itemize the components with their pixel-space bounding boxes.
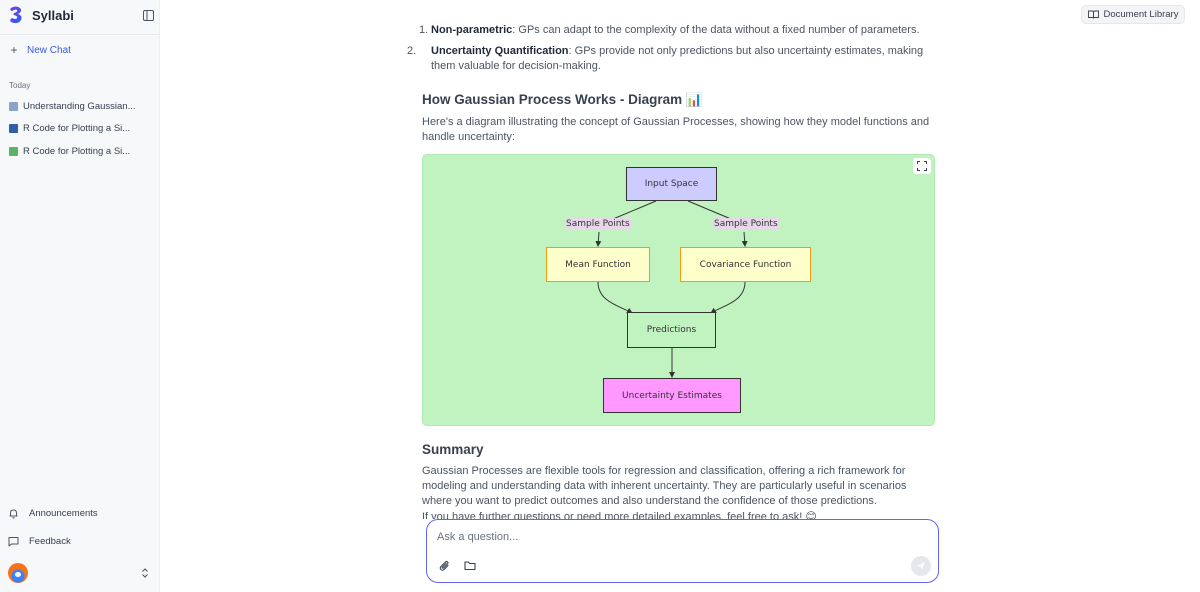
history-item-label: R Code for Plotting a Si... — [23, 145, 131, 157]
send-icon — [917, 562, 925, 570]
new-chat-button[interactable]: + New Chat — [8, 42, 71, 58]
history-section-today: Today — [9, 81, 31, 90]
plus-icon: + — [10, 43, 18, 57]
sidebar-divider — [0, 34, 159, 35]
bar-chart-emoji-icon — [9, 101, 18, 111]
diagram-intro: Here's a diagram illustrating the concep… — [422, 116, 930, 144]
history-item-label: Understanding Gaussian... — [23, 100, 136, 112]
new-chat-label: New Chat — [27, 44, 71, 56]
history-item[interactable]: R Code for Plotting a Si... — [9, 144, 154, 158]
diagram-heading: How Gaussian Process Works - Diagram 📊 — [422, 92, 703, 107]
node-mean-function: Mean Function — [546, 247, 650, 282]
brand-name: Syllabi — [32, 7, 74, 23]
history-item-label: R Code for Plotting a Si... — [23, 122, 131, 134]
closing-text: If you have further questions or need mo… — [422, 511, 817, 519]
open-book-icon — [1087, 10, 1099, 19]
chevron-up-down-icon[interactable] — [140, 567, 150, 579]
paperclip-icon[interactable] — [439, 560, 451, 572]
fullscreen-icon — [917, 161, 927, 171]
announcements-link[interactable]: Announcements — [8, 506, 98, 520]
announcements-label: Announcements — [29, 507, 98, 519]
node-predictions: Predictions — [627, 312, 716, 348]
node-input-space: Input Space — [626, 167, 717, 201]
question-input[interactable] — [437, 528, 917, 546]
message-square-icon — [8, 536, 19, 546]
history-item[interactable]: Understanding Gaussian... — [9, 99, 154, 113]
send-button[interactable] — [911, 556, 931, 576]
history-item[interactable]: R Code for Plotting a Si... — [9, 121, 154, 135]
sidebar-panel-icon — [142, 9, 154, 21]
node-uncertainty-estimates: Uncertainty Estimates — [603, 378, 741, 413]
sidebar: Syllabi + New Chat Today Understanding G… — [0, 0, 160, 592]
document-library-button[interactable]: Document Library — [1081, 5, 1185, 24]
document-library-label: Document Library — [1103, 9, 1179, 20]
list-item: 1.Non-parametric: GPs can adapt to the c… — [419, 24, 920, 36]
chart-increasing-emoji-icon — [9, 123, 18, 133]
edge-label-sample-points: Sample Points — [565, 218, 631, 230]
feedback-label: Feedback — [29, 535, 71, 547]
brand[interactable]: Syllabi — [6, 4, 74, 26]
expand-diagram-button[interactable] — [913, 158, 931, 174]
bell-icon — [9, 508, 18, 518]
summary-heading: Summary — [422, 442, 484, 457]
avatar[interactable] — [8, 563, 28, 583]
chart-green-emoji-icon — [9, 146, 18, 156]
collapse-sidebar-button[interactable] — [141, 8, 155, 22]
syllabi-logo-icon — [10, 6, 22, 24]
user-menu[interactable] — [8, 563, 152, 583]
chat-composer — [426, 519, 939, 583]
feedback-link[interactable]: Feedback — [8, 534, 71, 548]
node-covariance-function: Covariance Function — [680, 247, 811, 282]
list-item: 2.Uncertainty Quantification: GPs provid… — [407, 45, 924, 72]
edge-label-sample-points: Sample Points — [713, 218, 779, 230]
folder-icon[interactable] — [464, 560, 476, 571]
summary-text: Gaussian Processes are flexible tools fo… — [422, 465, 907, 508]
